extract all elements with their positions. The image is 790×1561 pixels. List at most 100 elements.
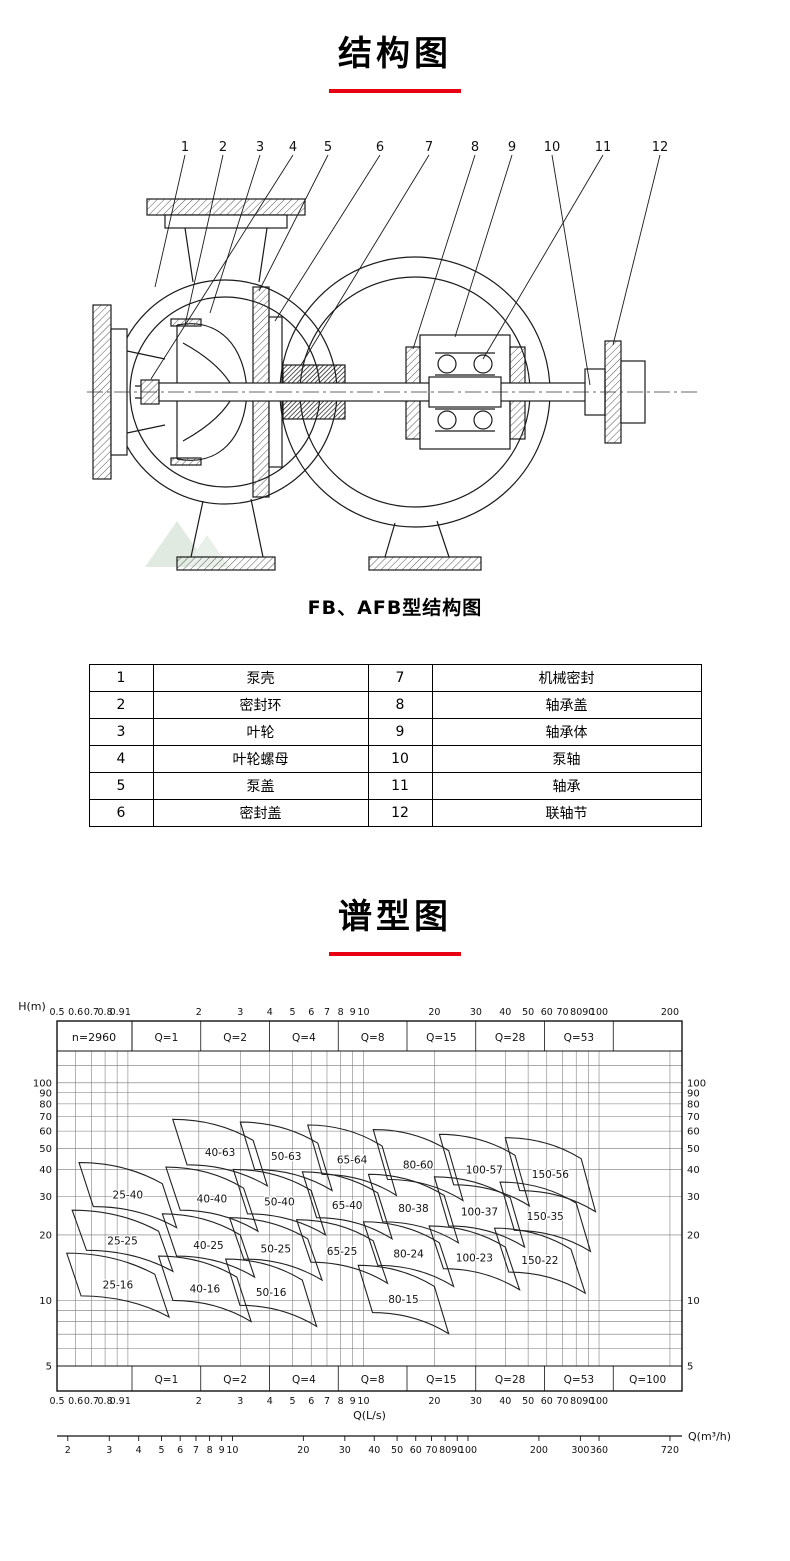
svg-text:Q=8: Q=8 xyxy=(361,1032,385,1044)
svg-text:80: 80 xyxy=(39,1099,52,1110)
svg-text:100-23: 100-23 xyxy=(456,1252,493,1264)
svg-text:0.6: 0.6 xyxy=(68,1396,83,1407)
svg-text:30: 30 xyxy=(39,1192,52,1203)
svg-text:0.6: 0.6 xyxy=(68,1007,83,1018)
svg-text:40: 40 xyxy=(39,1165,52,1176)
svg-text:25-40: 25-40 xyxy=(113,1190,144,1202)
svg-text:360: 360 xyxy=(590,1445,608,1456)
part-name: 机械密封 xyxy=(431,664,702,692)
svg-text:300: 300 xyxy=(571,1445,589,1456)
svg-text:80-60: 80-60 xyxy=(403,1160,434,1172)
svg-text:50-25: 50-25 xyxy=(261,1243,292,1255)
part-number: 11 xyxy=(367,772,433,800)
svg-text:70: 70 xyxy=(557,1396,569,1407)
svg-text:40: 40 xyxy=(687,1165,700,1176)
svg-text:100: 100 xyxy=(590,1396,608,1407)
svg-text:20: 20 xyxy=(428,1007,440,1018)
svg-text:1: 1 xyxy=(125,1007,131,1018)
table-row: 4 叶轮螺母 10 泵轴 xyxy=(88,745,702,773)
part-number: 2 xyxy=(88,691,154,719)
svg-text:Q=28: Q=28 xyxy=(495,1032,525,1044)
svg-text:65-64: 65-64 xyxy=(337,1155,368,1167)
part-name: 联轴节 xyxy=(431,799,702,827)
svg-text:50: 50 xyxy=(39,1144,52,1155)
svg-text:0.9: 0.9 xyxy=(110,1396,125,1407)
svg-text:11: 11 xyxy=(595,140,612,155)
part-number: 6 xyxy=(88,799,154,827)
svg-text:9: 9 xyxy=(350,1396,356,1407)
chart-frame xyxy=(56,1020,683,1392)
svg-text:70: 70 xyxy=(425,1445,437,1456)
part-number: 9 xyxy=(367,718,433,746)
part-name: 轴承体 xyxy=(431,718,702,746)
part-name: 叶轮 xyxy=(152,718,369,746)
svg-text:40: 40 xyxy=(499,1396,511,1407)
svg-text:90: 90 xyxy=(582,1007,594,1018)
svg-text:30: 30 xyxy=(470,1396,482,1407)
svg-text:4: 4 xyxy=(136,1445,142,1456)
svg-text:150-56: 150-56 xyxy=(532,1169,570,1181)
title-underline xyxy=(329,952,461,956)
part-name: 轴承盖 xyxy=(431,691,702,719)
svg-text:50: 50 xyxy=(687,1144,700,1155)
svg-text:2: 2 xyxy=(196,1396,202,1407)
svg-text:4: 4 xyxy=(267,1396,273,1407)
svg-text:90: 90 xyxy=(39,1088,52,1099)
svg-text:3: 3 xyxy=(237,1007,243,1018)
table-row: 3 叶轮 9 轴承体 xyxy=(88,718,702,746)
svg-text:50-40: 50-40 xyxy=(264,1197,295,1209)
svg-text:50: 50 xyxy=(522,1007,534,1018)
svg-text:70: 70 xyxy=(39,1112,52,1123)
part-name: 泵盖 xyxy=(152,772,369,800)
svg-text:n=2960: n=2960 xyxy=(72,1031,116,1044)
svg-text:30: 30 xyxy=(470,1007,482,1018)
pump-shaft xyxy=(158,376,606,408)
svg-text:60: 60 xyxy=(541,1396,553,1407)
svg-text:10: 10 xyxy=(357,1396,369,1407)
chart-grid xyxy=(56,1051,682,1366)
title-underline xyxy=(329,89,461,93)
svg-text:100: 100 xyxy=(459,1445,477,1456)
svg-text:80: 80 xyxy=(570,1396,582,1407)
discharge-flange xyxy=(146,198,306,283)
svg-text:50: 50 xyxy=(391,1445,403,1456)
svg-text:10: 10 xyxy=(39,1296,52,1307)
part-number: 1 xyxy=(88,664,154,692)
svg-text:30: 30 xyxy=(339,1445,351,1456)
part-number: 4 xyxy=(88,745,154,773)
svg-text:3: 3 xyxy=(256,140,264,155)
svg-text:0.7: 0.7 xyxy=(84,1007,99,1018)
svg-text:8: 8 xyxy=(338,1007,344,1018)
svg-text:40-16: 40-16 xyxy=(190,1283,221,1295)
svg-text:Q=15: Q=15 xyxy=(426,1032,456,1044)
svg-text:H(m): H(m) xyxy=(18,1000,46,1013)
svg-text:90: 90 xyxy=(451,1445,463,1456)
svg-text:100: 100 xyxy=(33,1078,52,1089)
svg-text:80-38: 80-38 xyxy=(398,1203,429,1215)
svg-text:0.8: 0.8 xyxy=(98,1007,113,1018)
svg-text:80: 80 xyxy=(570,1007,582,1018)
svg-text:80-24: 80-24 xyxy=(393,1249,424,1261)
part-name: 密封盖 xyxy=(152,799,369,827)
svg-text:Q=2: Q=2 xyxy=(223,1032,247,1044)
section-title-structure: 结构图 xyxy=(338,34,452,74)
svg-text:30: 30 xyxy=(687,1192,700,1203)
part-name: 泵壳 xyxy=(152,664,369,692)
svg-text:Q=8: Q=8 xyxy=(361,1374,385,1386)
svg-text:200: 200 xyxy=(530,1445,548,1456)
svg-text:1: 1 xyxy=(181,140,189,155)
svg-text:80: 80 xyxy=(687,1099,700,1110)
svg-text:6: 6 xyxy=(308,1396,314,1407)
svg-text:Q=1: Q=1 xyxy=(155,1032,179,1044)
svg-text:20: 20 xyxy=(428,1396,440,1407)
part-name: 叶轮螺母 xyxy=(152,745,369,773)
svg-text:0.7: 0.7 xyxy=(84,1396,99,1407)
svg-text:7: 7 xyxy=(425,140,433,155)
svg-text:90: 90 xyxy=(582,1396,594,1407)
